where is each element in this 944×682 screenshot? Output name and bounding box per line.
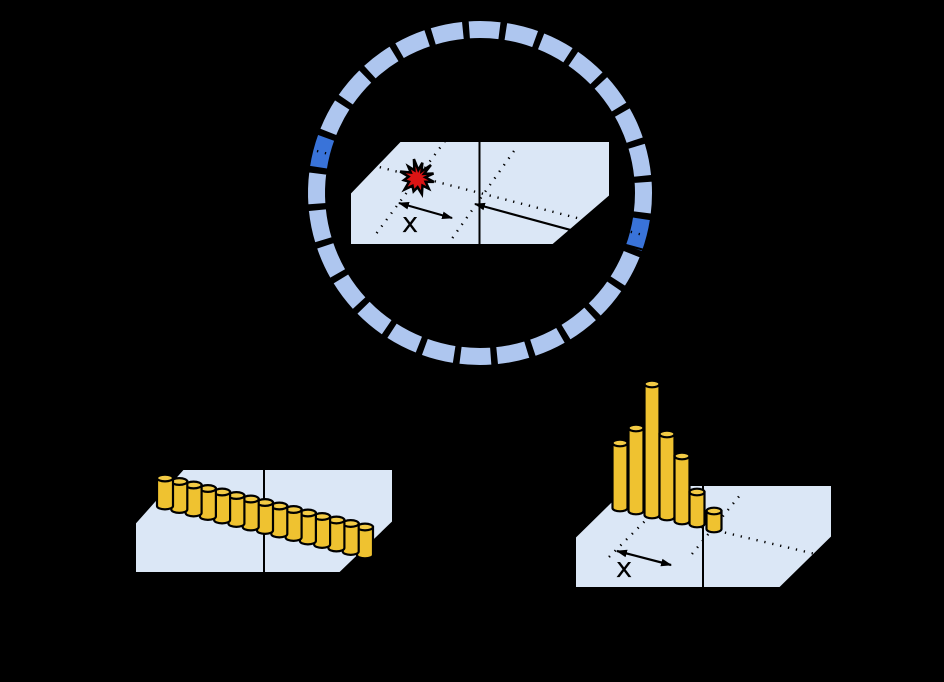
offset-distance-arrow bbox=[397, 201, 454, 220]
probability-cylinder-body bbox=[688, 490, 706, 529]
offset-distance-label-bottom: x bbox=[616, 551, 633, 584]
probability-cylinder-body bbox=[705, 509, 723, 534]
detector-block bbox=[419, 336, 458, 366]
detector-block bbox=[494, 339, 532, 367]
detector-block bbox=[626, 141, 654, 179]
probability-cylinder-body bbox=[284, 508, 303, 542]
detector-block bbox=[384, 320, 425, 356]
probability-cylinder-body bbox=[341, 522, 360, 556]
detector-block bbox=[607, 248, 643, 289]
detector-block bbox=[565, 48, 606, 87]
detector-block bbox=[558, 304, 599, 343]
offset-distance-label-top: x bbox=[402, 206, 419, 239]
detector-block-hit bbox=[307, 132, 337, 171]
probability-cylinder-body bbox=[170, 480, 189, 514]
detector-block bbox=[330, 271, 369, 312]
probability-cylinder-body bbox=[198, 487, 217, 521]
detector-block bbox=[591, 74, 630, 115]
probability-cylinder-top bbox=[658, 429, 676, 439]
detector-block bbox=[428, 19, 466, 47]
probability-cylinder-body bbox=[643, 382, 661, 520]
probability-cylinder-top bbox=[688, 487, 706, 497]
position-tick-dotted-line bbox=[608, 497, 669, 558]
detector-block bbox=[317, 97, 353, 138]
probability-cylinder-body bbox=[227, 494, 246, 528]
probability-cylinder-body bbox=[313, 515, 332, 549]
probability-cylinder-body bbox=[658, 432, 676, 522]
probability-cylinder-top bbox=[705, 506, 723, 516]
probability-cylinder-top bbox=[155, 473, 175, 483]
detector-block bbox=[306, 207, 334, 245]
scanner-plane-figure bbox=[316, 140, 649, 253]
probability-cylinder-top bbox=[611, 438, 629, 448]
probability-cylinder-body bbox=[298, 511, 317, 546]
detector-block bbox=[335, 67, 374, 108]
recon-tof-figure bbox=[574, 379, 833, 589]
probability-cylinder-body bbox=[627, 426, 645, 516]
probability-cylinder-top bbox=[643, 379, 661, 389]
detector-block bbox=[392, 27, 433, 61]
detector-block bbox=[535, 30, 576, 66]
detector-block bbox=[314, 240, 348, 281]
detector-block bbox=[361, 43, 402, 82]
detector-block bbox=[631, 179, 654, 216]
detector-ring bbox=[306, 19, 654, 367]
offset-distance-arrow bbox=[615, 549, 673, 567]
probability-cylinder-body bbox=[355, 525, 375, 560]
detector-block bbox=[527, 325, 568, 359]
probability-cylinder-body bbox=[155, 476, 175, 511]
probability-cylinder-body bbox=[270, 504, 289, 539]
probability-cylinder-body bbox=[611, 441, 629, 513]
probability-cylinder-body bbox=[213, 490, 232, 525]
detector-block bbox=[457, 344, 494, 367]
detector-block bbox=[306, 170, 329, 207]
detector-block bbox=[466, 19, 503, 42]
probability-cylinder-body bbox=[255, 501, 275, 535]
pointer-arrow bbox=[473, 202, 649, 253]
detector-block-hit bbox=[623, 215, 653, 254]
annihilation-star bbox=[399, 158, 435, 199]
probability-cylinder-top bbox=[627, 423, 645, 433]
detector-block bbox=[502, 20, 541, 50]
recon-no-tof-figure bbox=[134, 468, 394, 574]
detector-block bbox=[354, 299, 395, 338]
probability-cylinder-body bbox=[673, 454, 691, 526]
detector-block bbox=[612, 105, 646, 146]
probability-cylinder-body bbox=[241, 497, 260, 532]
detector-block bbox=[586, 278, 625, 319]
probability-cylinder-body bbox=[184, 483, 203, 518]
probability-cylinder-body bbox=[327, 518, 346, 553]
probability-cylinder-top bbox=[673, 451, 691, 461]
